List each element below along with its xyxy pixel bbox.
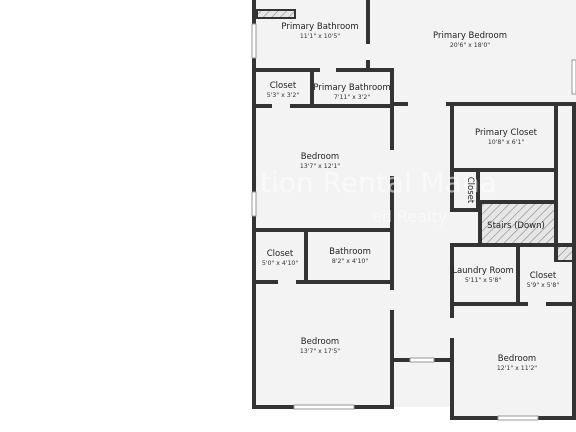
room-name-closet-left: Closet bbox=[267, 249, 294, 259]
room-name-closet-right: Closet bbox=[530, 271, 557, 281]
room-name-primary-bathroom-top: Primary Bathroom bbox=[281, 22, 358, 32]
room-dims-primary-bathroom-small: 7'11" x 3'2" bbox=[334, 94, 371, 101]
room-dims-closet-right: 5'9" x 5'8" bbox=[527, 282, 560, 289]
watermark: tion Rental Mana ed Realty bbox=[260, 166, 497, 226]
room-name-bedroom-lower-left: Bedroom bbox=[301, 337, 339, 347]
stairs-hatch bbox=[482, 203, 556, 245]
room-name-stairs: Stairs (Down) bbox=[487, 221, 545, 231]
room-dims-closet-top: 5'3" x 3'2" bbox=[267, 92, 300, 99]
room-name-laundry-room: Laundry Room bbox=[452, 266, 514, 276]
room-dims-primary-bathroom-top: 11'1" x 10'5" bbox=[300, 33, 340, 40]
room-name-primary-bedroom: Primary Bedroom bbox=[433, 31, 507, 41]
room-dims-bathroom: 8'2" x 4'10" bbox=[332, 258, 369, 265]
room-name-bedroom-lower-right: Bedroom bbox=[498, 354, 536, 364]
room-dims-primary-closet: 10'8" x 6'1" bbox=[488, 139, 525, 146]
room-name-bathroom: Bathroom bbox=[329, 247, 371, 257]
room-dims-bedroom-lower-right: 12'1" x 11'2" bbox=[497, 365, 537, 372]
room-name-primary-closet: Primary Closet bbox=[475, 128, 538, 138]
doors bbox=[272, 44, 546, 338]
windows bbox=[251, 23, 576, 421]
room-dims-primary-bedroom: 20'6" x 18'0" bbox=[450, 42, 490, 49]
room-name-closet-top: Closet bbox=[270, 81, 297, 91]
room-name-primary-bathroom-small: Primary Bathroom bbox=[313, 83, 390, 93]
room-name-closet-vertical: Closet bbox=[465, 177, 475, 204]
shower-hatch bbox=[256, 9, 296, 19]
room-dims-bedroom-upper: 13'7" x 12'1" bbox=[300, 163, 340, 170]
watermark-line1: tion Rental Mana bbox=[260, 166, 497, 199]
watermark-line2: ed Realty bbox=[372, 207, 447, 226]
room-dims-closet-left: 5'0" x 4'10" bbox=[262, 260, 299, 267]
room-dims-laundry-room: 5'11" x 5'8" bbox=[465, 277, 502, 284]
room-dims-bedroom-lower-left: 13'7" x 17'5" bbox=[300, 348, 340, 355]
room-name-bedroom-upper: Bedroom bbox=[301, 152, 339, 162]
room-labels: Primary Bathroom 11'1" x 10'5" Primary B… bbox=[262, 22, 560, 372]
chimney-hatch bbox=[556, 244, 575, 262]
